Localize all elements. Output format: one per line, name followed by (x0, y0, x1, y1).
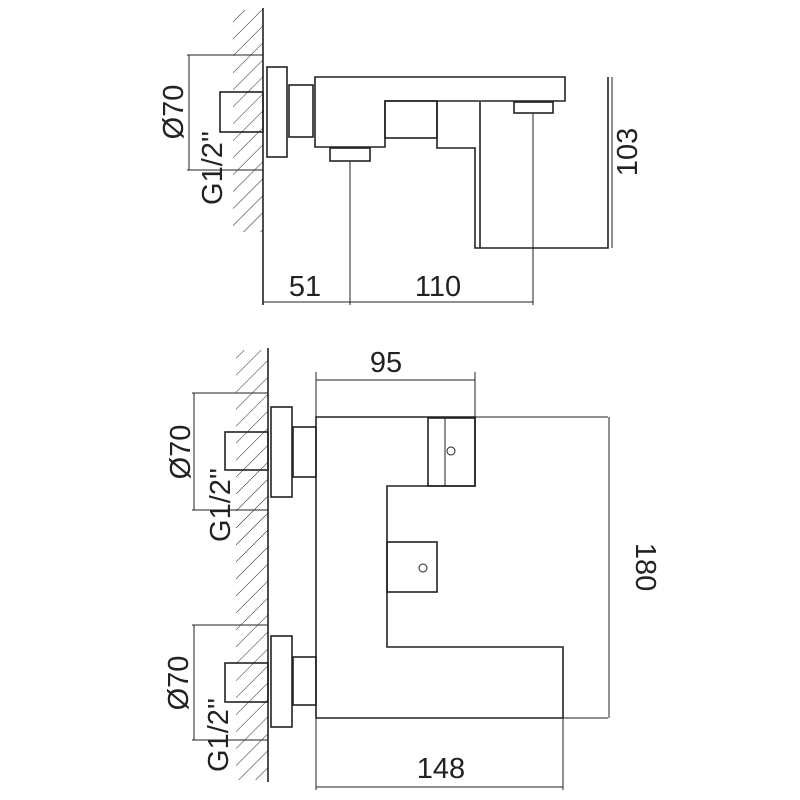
flange (266, 66, 288, 158)
dim-95: 95 (370, 347, 402, 379)
dim-103: 103 (612, 128, 644, 176)
dim-180: 180 (629, 543, 661, 591)
lower-dim-diameter-70: Ø70 (163, 656, 195, 711)
side-view: 51 110 103 Ø70 G1/2'' (158, 8, 644, 305)
dim-diameter-70: Ø70 (158, 85, 190, 140)
lower-diameter-dimension (192, 624, 268, 741)
front-view: Ø70 G1/2'' Ø70 G1/2'' 95 148 180 (163, 347, 661, 790)
inlet-pipe (219, 91, 264, 133)
handle-screw-icon (446, 446, 456, 456)
upper-dim-diameter-70: Ø70 (165, 425, 197, 480)
diameter-dimension (187, 54, 263, 171)
thread-label: G1/2'' (197, 131, 229, 205)
mixer-body (314, 76, 566, 148)
lower-thread-label: G1/2'' (203, 698, 235, 772)
lower-inlet-pipe (224, 662, 269, 703)
handle-screw-icon (418, 563, 428, 573)
upper-inlet-pipe (224, 431, 269, 471)
handle-block (384, 100, 438, 139)
lower-nut (292, 656, 317, 706)
wall-hatch (236, 350, 268, 780)
extension-line (475, 416, 608, 719)
upper-diameter-dimension (192, 392, 268, 511)
dim-110: 110 (415, 271, 461, 303)
upper-flange (270, 406, 293, 498)
nut (288, 84, 314, 138)
mixer-body (315, 416, 564, 719)
lower-handle (386, 541, 438, 593)
upper-nut (292, 426, 317, 478)
dim-148: 148 (417, 753, 465, 785)
aerator (513, 101, 554, 114)
upper-thread-label: G1/2'' (205, 468, 237, 542)
lower-flange (270, 635, 293, 728)
wall-hatch (233, 10, 263, 232)
dim-51: 51 (289, 271, 321, 303)
upper-handle (427, 417, 476, 487)
spout (436, 77, 609, 249)
outlet-fitting (329, 147, 371, 162)
